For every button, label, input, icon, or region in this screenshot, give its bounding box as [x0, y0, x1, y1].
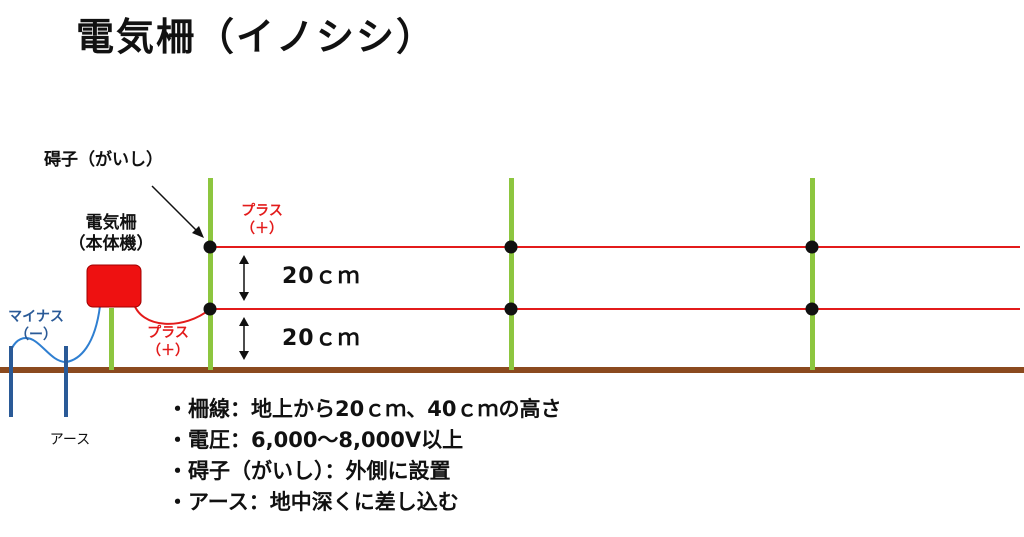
- energizer-label: 電気柵 （本体機）: [64, 213, 158, 256]
- gap-label-lower: 20ｃｍ: [282, 326, 361, 351]
- plus-label-top: プラス （＋）: [232, 203, 292, 238]
- insulator-pointer-arrow: [151, 185, 199, 233]
- earth-rod-left: [9, 346, 13, 417]
- insulator-dot: [504, 240, 518, 254]
- gap-label-upper: 20ｃｍ: [282, 264, 361, 289]
- spec-list: ・柵線：地上から20ｃｍ、40ｃｍの高さ ・電圧：6,000～8,000V以上 …: [167, 394, 561, 518]
- fence-post-3: [810, 178, 815, 370]
- spec-item-earth: ・アース：地中深くに差し込む: [167, 490, 459, 514]
- insulator-dot: [805, 240, 819, 254]
- fence-post-1: [208, 178, 213, 370]
- energizer-label-line2: （本体機）: [68, 234, 154, 255]
- insulator-dot: [203, 302, 217, 316]
- insulator-dot: [504, 302, 518, 316]
- insulator-pointer-arrowhead: [192, 226, 204, 238]
- earth-label: アース: [49, 432, 91, 448]
- spec-item-voltage: ・電圧：6,000～8,000V以上: [167, 428, 464, 452]
- minus-lead-wire: [9, 305, 101, 364]
- support-post: [109, 308, 114, 370]
- minus-label: マイナス （ー）: [6, 309, 66, 344]
- minus-label-line2: （ー）: [15, 326, 57, 343]
- insulator-label: 碍子（がいし）: [44, 150, 163, 170]
- insulator-dot: [203, 240, 217, 254]
- fence-post-2: [509, 178, 514, 370]
- energizer-label-line1: 電気柵: [85, 213, 137, 233]
- insulator-dot: [805, 302, 819, 316]
- plus-label-top-line1: プラス: [241, 203, 283, 219]
- plus-label-bottom-line1: プラス: [147, 325, 189, 341]
- earth-rod-right: [64, 346, 68, 417]
- height-arrow-upper: [239, 255, 249, 301]
- plus-label-bottom: プラス （＋）: [138, 325, 198, 360]
- plus-label-bottom-line2: （＋）: [147, 342, 189, 359]
- spec-item-insulator: ・碍子（がいし）：外側に設置: [167, 459, 451, 483]
- plus-lead-wire: [132, 300, 211, 325]
- minus-label-line1: マイナス: [8, 309, 64, 325]
- plus-label-top-line2: （＋）: [241, 220, 283, 237]
- fence-energizer-box: [86, 264, 142, 308]
- height-arrow-lower: [239, 317, 249, 360]
- page-title: 電気柵（イノシシ）: [76, 15, 437, 59]
- spec-item-wire-height: ・柵線：地上から20ｃｍ、40ｃｍの高さ: [167, 397, 562, 421]
